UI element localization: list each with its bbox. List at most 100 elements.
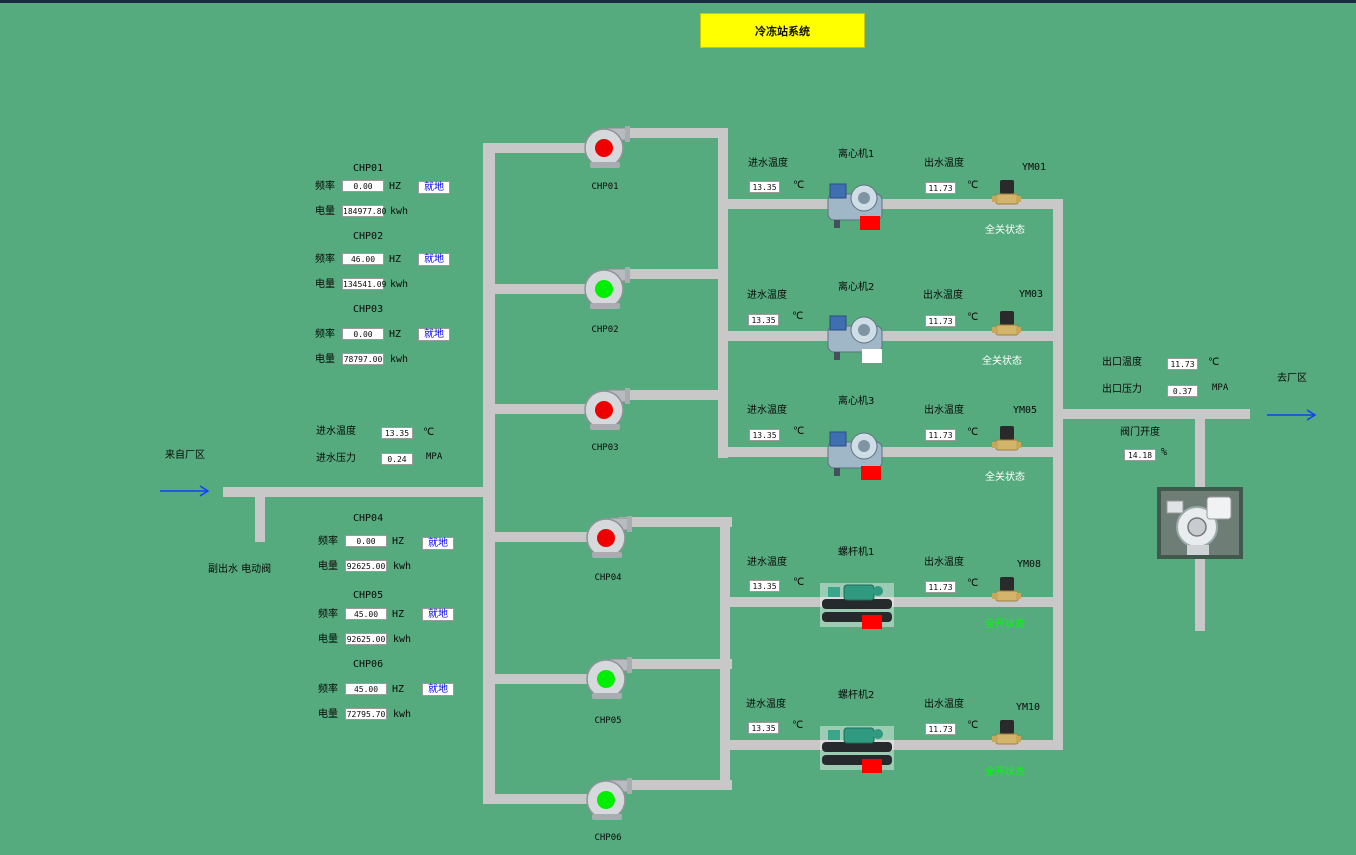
pump-label: CHP01 (591, 182, 619, 192)
solenoid-valve-icon[interactable] (990, 718, 1022, 748)
celsius-unit: ℃ (793, 577, 805, 588)
chiller-unit[interactable] (824, 180, 886, 230)
pump-branch-pipe (483, 284, 593, 294)
pump-branch-pipe (483, 674, 593, 684)
inlet-source-label: 来自厂区 (165, 450, 205, 461)
chiller-unit[interactable] (818, 722, 896, 772)
outlet-temp-label: 出水温度 (923, 290, 963, 301)
pump-branch-pipe (483, 143, 593, 153)
pump-icon[interactable] (582, 265, 632, 311)
pump-label: CHP03 (591, 443, 619, 453)
outlet-pressure-label: 出口压力 (1102, 384, 1142, 395)
solenoid-valve-icon[interactable] (990, 575, 1022, 605)
pump-out-pipe (618, 517, 732, 527)
valve-state: 全开状态 (985, 619, 1025, 630)
return-header (1053, 199, 1063, 750)
pump-out-pipe (618, 128, 728, 138)
valve-id: YM01 (1022, 162, 1047, 173)
inlet-temp-label: 进水温度 (316, 426, 356, 437)
pump-icon[interactable] (584, 514, 634, 560)
pump-label: CHP04 (594, 573, 622, 583)
inlet-temp-value: 13.35 (748, 722, 779, 734)
freq-unit: HZ (392, 684, 405, 695)
freq-value: 0.00 (342, 180, 384, 192)
pump-out-pipe (618, 659, 732, 669)
pump-icon[interactable] (584, 776, 634, 822)
inlet-arrow-icon (160, 485, 210, 497)
outlet-temp-label: 出水温度 (924, 557, 964, 568)
chiller-name: 螺杆机2 (838, 690, 875, 701)
chiller-name: 离心机1 (838, 149, 875, 160)
solenoid-valve-icon[interactable] (990, 424, 1022, 454)
freq-value: 45.00 (345, 608, 387, 620)
inlet-pressure-value: 0.24 (381, 453, 413, 465)
inlet-temp-value: 13.35 (748, 314, 779, 326)
bypass-valve-label: 副出水 电动阀 (208, 564, 272, 575)
outlet-temp-label: 出水温度 (924, 405, 964, 416)
energy-label: 电量 (318, 634, 338, 645)
celsius-unit: ℃ (792, 720, 804, 731)
energy-value: 134541.09 (342, 278, 387, 290)
outlet-arrow-icon (1267, 409, 1317, 421)
energy-unit: kwh (390, 206, 409, 217)
inlet-temp-value: 13.35 (381, 427, 413, 439)
valve-state: 全关状态 (985, 225, 1025, 236)
chiller-status-indicator (862, 759, 882, 773)
solenoid-valve-icon[interactable] (990, 309, 1022, 339)
pump-status-light (597, 791, 615, 809)
inlet-temp-label: 进水温度 (748, 158, 788, 169)
local-mode-button[interactable]: 就地 (422, 683, 454, 696)
celsius-unit: ℃ (967, 180, 979, 191)
lower-supply-header (720, 517, 730, 790)
celsius-unit: ℃ (793, 180, 805, 191)
local-mode-button[interactable]: 就地 (422, 608, 454, 621)
pump-status-light (595, 401, 613, 419)
outlet-temp-value: 11.73 (925, 723, 956, 735)
energy-value: 92625.00 (345, 633, 387, 645)
valve-id: YM08 (1017, 559, 1042, 570)
chiller-unit[interactable] (824, 312, 886, 362)
electric-actuator-valve-icon[interactable] (1157, 487, 1243, 559)
freq-label: 频率 (318, 536, 338, 547)
pump-label: CHP05 (594, 716, 622, 726)
inlet-temp-label: 进水温度 (747, 405, 787, 416)
energy-unit: kwh (393, 709, 412, 720)
energy-value: 72795.70 (345, 708, 387, 720)
local-mode-button[interactable]: 就地 (418, 328, 450, 341)
pump-icon[interactable] (582, 124, 632, 170)
upper-supply-header (718, 128, 728, 458)
chiller-status-indicator (862, 349, 882, 363)
pump-status-light (595, 139, 613, 157)
pump-panel-title: CHP01 (353, 163, 384, 174)
inlet-pipe (223, 487, 493, 497)
freq-unit: HZ (389, 329, 402, 340)
pump-status-light (597, 670, 615, 688)
local-mode-button[interactable]: 就地 (422, 537, 454, 550)
pump-panel-title: CHP03 (353, 304, 384, 315)
energy-label: 电量 (318, 709, 338, 720)
energy-label: 电量 (318, 561, 338, 572)
freq-label: 频率 (318, 609, 338, 620)
pump-icon[interactable] (584, 655, 634, 701)
valve-opening-value: 14.18 (1124, 449, 1156, 461)
local-mode-button[interactable]: 就地 (418, 181, 450, 194)
freq-unit: HZ (392, 609, 405, 620)
solenoid-valve-icon[interactable] (990, 178, 1022, 208)
outlet-temp-label: 出水温度 (924, 158, 964, 169)
pump-branch-pipe (483, 794, 593, 804)
freq-label: 频率 (315, 254, 335, 265)
freq-label: 频率 (315, 329, 335, 340)
valve-id: YM05 (1013, 405, 1038, 416)
pump-panel-title: CHP06 (353, 659, 384, 670)
energy-unit: kwh (390, 279, 409, 290)
celsius-unit: ℃ (793, 426, 805, 437)
celsius-unit: ℃ (967, 427, 979, 438)
local-mode-button[interactable]: 就地 (418, 253, 450, 266)
outlet-temp-value: 11.73 (925, 429, 956, 441)
chiller-unit[interactable] (818, 579, 896, 629)
chiller-status-indicator (861, 466, 881, 480)
freq-value: 45.00 (345, 683, 387, 695)
celsius-unit: ℃ (792, 311, 804, 322)
pump-icon[interactable] (582, 386, 632, 432)
freq-value: 0.00 (345, 535, 387, 547)
